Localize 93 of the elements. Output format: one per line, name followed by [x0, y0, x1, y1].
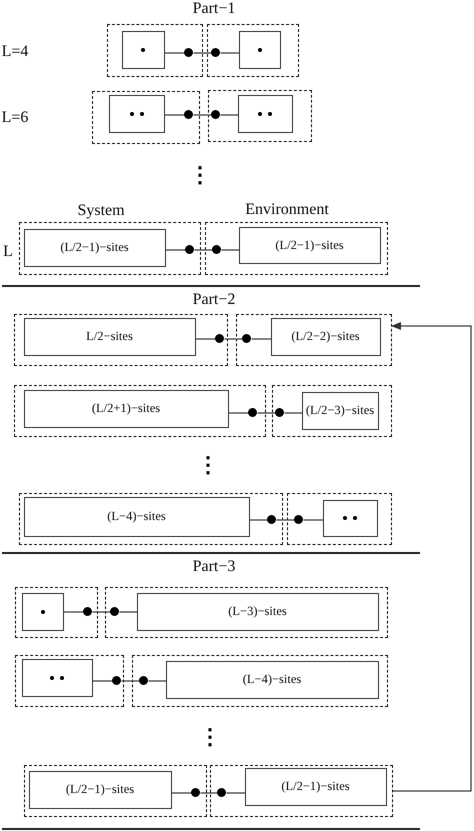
- sites-box: [22, 592, 64, 630]
- sites-box: (L/2−3)−sites: [302, 392, 378, 430]
- sites-box: (L/2−2)−sites: [270, 318, 380, 356]
- sites-box: L/2−sites: [24, 318, 196, 356]
- block-dashed-box: [208, 90, 312, 142]
- connector-line: [276, 519, 294, 521]
- block-dashed-box: [236, 314, 392, 366]
- site-dot: [242, 334, 251, 343]
- block-label: System: [77, 202, 125, 220]
- connector-line: [304, 519, 323, 521]
- sites-box: (L/2−1)−sites: [238, 226, 380, 264]
- sites-box: (L/2+1)−sites: [24, 390, 228, 428]
- connector-line: [200, 792, 218, 794]
- site-dot: [191, 788, 200, 797]
- feedback-arrow: [391, 322, 472, 792]
- connector-line: [165, 114, 184, 116]
- connector-line: [196, 338, 216, 340]
- connector-line: [120, 611, 137, 613]
- connector-line: [220, 114, 238, 116]
- sites-box: (L/2−1)−sites: [244, 768, 386, 806]
- connector-line: [222, 249, 239, 251]
- site-dot: [110, 607, 119, 616]
- connector-line: [284, 412, 302, 414]
- row-label: L=4: [2, 43, 28, 61]
- connector-line: [166, 249, 186, 251]
- connector-line: [220, 52, 239, 54]
- site-dot: [112, 676, 121, 685]
- connector-line: [93, 680, 112, 682]
- block-dashed-box: [105, 587, 388, 638]
- connector-line: [252, 338, 271, 340]
- block-dashed-box: [14, 314, 228, 366]
- row-label: L: [3, 243, 13, 261]
- sites-box: [238, 94, 292, 132]
- block-dashed-box: [19, 493, 283, 545]
- connector-line: [92, 611, 110, 613]
- sites-box: [122, 30, 164, 68]
- sites-box: [108, 94, 164, 132]
- sites-box: (L−3)−sites: [136, 592, 378, 630]
- block-dashed-box: [14, 385, 266, 437]
- ellipsis: ⋮: [199, 724, 221, 750]
- connector-line: [148, 680, 166, 682]
- site-dot: [275, 408, 284, 417]
- connector-line: [194, 114, 212, 116]
- block-dashed-box: [19, 222, 201, 275]
- site-dot: [215, 334, 224, 343]
- connector-line: [258, 412, 276, 414]
- block-label: Environment: [245, 201, 329, 219]
- connector-line: [229, 412, 248, 414]
- site-dot: [184, 110, 193, 119]
- sites-box: (L−4)−sites: [166, 660, 378, 698]
- part-heading: Part−2: [192, 291, 236, 309]
- site-dot: [294, 515, 303, 524]
- block-dashed-box: [107, 24, 203, 77]
- sites-box: (L/2−1)−sites: [24, 228, 166, 266]
- site-dot: [267, 515, 276, 524]
- ellipsis: ⋮: [189, 162, 211, 188]
- block-dashed-box: [210, 765, 393, 817]
- site-dot: [212, 245, 221, 254]
- block-dashed-box: [24, 765, 207, 817]
- ellipsis: ⋮: [197, 452, 219, 478]
- block-dashed-box: [132, 655, 388, 707]
- site-dot: [248, 408, 257, 417]
- site-dot: [184, 48, 193, 57]
- block-dashed-box: [205, 222, 388, 275]
- connector-line: [194, 249, 212, 251]
- block-dashed-box: [207, 24, 299, 77]
- site-dot: [211, 110, 220, 119]
- connector-line: [165, 52, 184, 54]
- sites-box: [238, 30, 280, 68]
- site-dot: [211, 48, 220, 57]
- connector-line: [226, 792, 245, 794]
- block-dashed-box: [272, 385, 392, 437]
- connector-line: [250, 519, 268, 521]
- sites-box: (L/2−1)−sites: [28, 770, 172, 808]
- block-dashed-box: [287, 493, 392, 545]
- site-dot: [217, 788, 226, 797]
- part-heading: Part−3: [192, 558, 236, 576]
- site-dot: [83, 607, 92, 616]
- site-dot: [139, 676, 148, 685]
- site-dot: [185, 245, 194, 254]
- sites-box: (L−4)−sites: [24, 496, 250, 536]
- row-label: L=6: [2, 109, 28, 127]
- connector-line: [172, 792, 192, 794]
- connector-line: [194, 52, 212, 54]
- sites-box: [22, 658, 92, 696]
- connector-line: [224, 338, 242, 340]
- block-dashed-box: [15, 655, 124, 707]
- block-dashed-box: [15, 587, 98, 638]
- block-dashed-box: [92, 91, 200, 144]
- connector-line: [64, 611, 84, 613]
- connector-line: [122, 680, 140, 682]
- sites-box: [322, 500, 378, 536]
- part-heading: Part−1: [192, 0, 236, 18]
